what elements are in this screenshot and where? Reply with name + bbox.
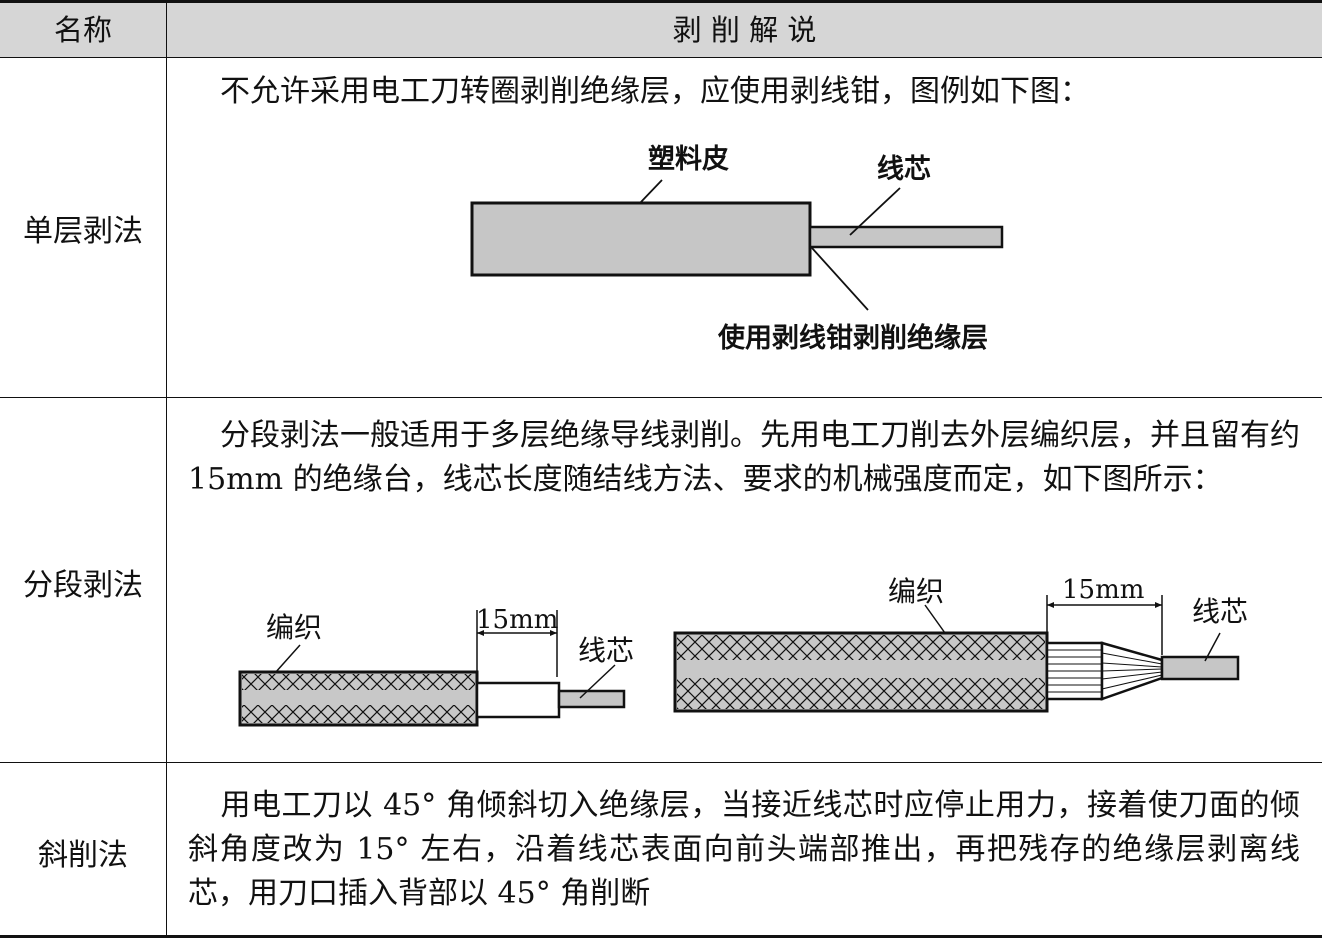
label-braid-large: 编织 (888, 575, 944, 608)
insulation-step-shape (475, 681, 561, 719)
core-leader-line (849, 187, 901, 236)
braid-leader-line-large (924, 604, 946, 634)
row-divider-1 (0, 397, 1322, 398)
label-wire-core: 线芯 (877, 154, 931, 185)
braid-pattern-bottom-large (677, 678, 1045, 709)
label-core-small: 线芯 (578, 634, 634, 667)
plastic-sheath-shape (470, 201, 812, 277)
braid-pattern-bottom (242, 705, 475, 723)
segmented-diagram-large: 编织 15mm 线芯 (673, 575, 1248, 713)
strand-lines (1047, 649, 1102, 693)
row-text-oblique: 用电工刀以 45° 角倾斜切入绝缘层，当接近线芯时应停止用力，接着使刀面的倾斜角… (188, 784, 1300, 916)
row-divider-2 (0, 762, 1322, 763)
row-text-single-layer: 不允许采用电工刀转圈剥削绝缘层，应使用剥线钳，图例如下图： (188, 70, 1300, 114)
label-dim-large: 15mm (1062, 575, 1144, 605)
row-name-oblique: 斜削法 (38, 838, 128, 873)
core-leader-line-large (1204, 632, 1221, 662)
row-name-segmented: 分段剥法 (23, 568, 143, 603)
label-core-large: 线芯 (1192, 595, 1248, 628)
label-dim-small: 15mm (476, 605, 558, 635)
header-name-cell: 名称 (53, 13, 112, 47)
table-header-background (0, 3, 1322, 57)
row-text-oblique-content: 用电工刀以 45° 角倾斜切入绝缘层，当接近线芯时应停止用力，接着使刀面的倾斜角… (188, 788, 1300, 911)
top-rule (0, 0, 1322, 3)
braid-leader-line (274, 644, 301, 674)
column-divider (166, 3, 167, 936)
core-shape-small (557, 689, 626, 709)
sheath-leader-line (639, 179, 663, 204)
stripper-leader-line (811, 247, 869, 311)
bottom-rule (0, 935, 1322, 938)
label-stripper: 使用剥线钳剥削绝缘层 (717, 322, 988, 354)
wire-core-shape (808, 225, 1004, 249)
header-bottom-rule (0, 57, 1322, 58)
header-description-cell: 剥 削 解 说 (672, 13, 817, 47)
taper-lines (1101, 652, 1163, 690)
single-layer-diagram: 塑料皮 线芯 使用剥线钳剥削绝缘层 (470, 144, 1004, 354)
label-plastic-sheath: 塑料皮 (648, 144, 729, 175)
braid-pattern-top-large (677, 635, 1045, 660)
row-text-single-layer-content: 不允许采用电工刀转圈剥削绝缘层，应使用剥线钳，图例如下图： (220, 74, 1090, 109)
core-shape-large (1160, 655, 1240, 681)
core-leader-line-small (579, 664, 616, 699)
row-text-segmented-content: 分段剥法一般适用于多层绝缘导线剥削。先用电工刀削去外层编织层，并且留有约 15m… (188, 418, 1300, 497)
braid-pattern-top (242, 674, 475, 690)
row-text-segmented: 分段剥法一般适用于多层绝缘导线剥削。先用电工刀削去外层编织层，并且留有约 15m… (188, 414, 1300, 502)
label-braid-small: 编织 (266, 611, 322, 644)
row-name-single-layer: 单层剥法 (23, 214, 143, 249)
segmented-diagram-small: 编织 15mm 线芯 (238, 605, 634, 727)
